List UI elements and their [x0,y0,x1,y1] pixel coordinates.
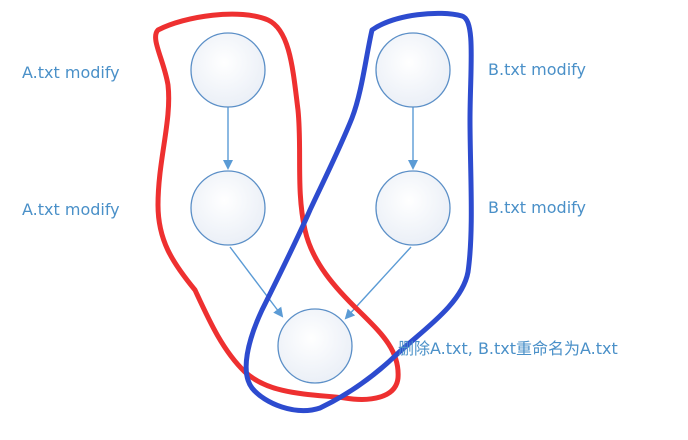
label-b-modify-2: B.txt modify [488,198,586,217]
node-merge [277,308,353,384]
outline-a-branch [153,11,401,402]
label-merge: 删除A.txt, B.txt重命名为A.txt [398,339,618,358]
node-b1 [375,32,451,108]
node-b2 [375,170,451,246]
node-a2 [190,170,266,246]
label-a-modify-1: A.txt modify [22,63,120,82]
label-a-modify-2: A.txt modify [22,200,120,219]
edge-a2-to-merge [229,246,284,318]
node-a1 [190,32,266,108]
outline-b-branch [243,10,474,414]
label-b-modify-1: B.txt modify [488,60,586,79]
